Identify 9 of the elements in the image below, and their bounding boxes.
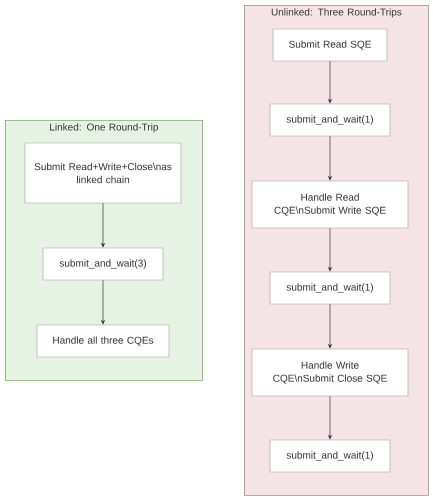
process-box: submit_and_wait(1) [270,272,390,304]
process-box: Handle Read CQE\nSubmit Write SQE [252,180,408,228]
process-box: Submit Read+Write+Close\nas linked chain [24,142,182,204]
process-box: submit_and_wait(3) [42,248,164,280]
process-box: Submit Read SQE [272,28,388,62]
process-box: Handle Write CQE\nSubmit Close SQE [252,348,408,396]
process-box: Handle all three CQEs [36,324,170,358]
process-box: submit_and_wait(1) [270,440,390,472]
process-box: submit_and_wait(1) [270,104,390,136]
